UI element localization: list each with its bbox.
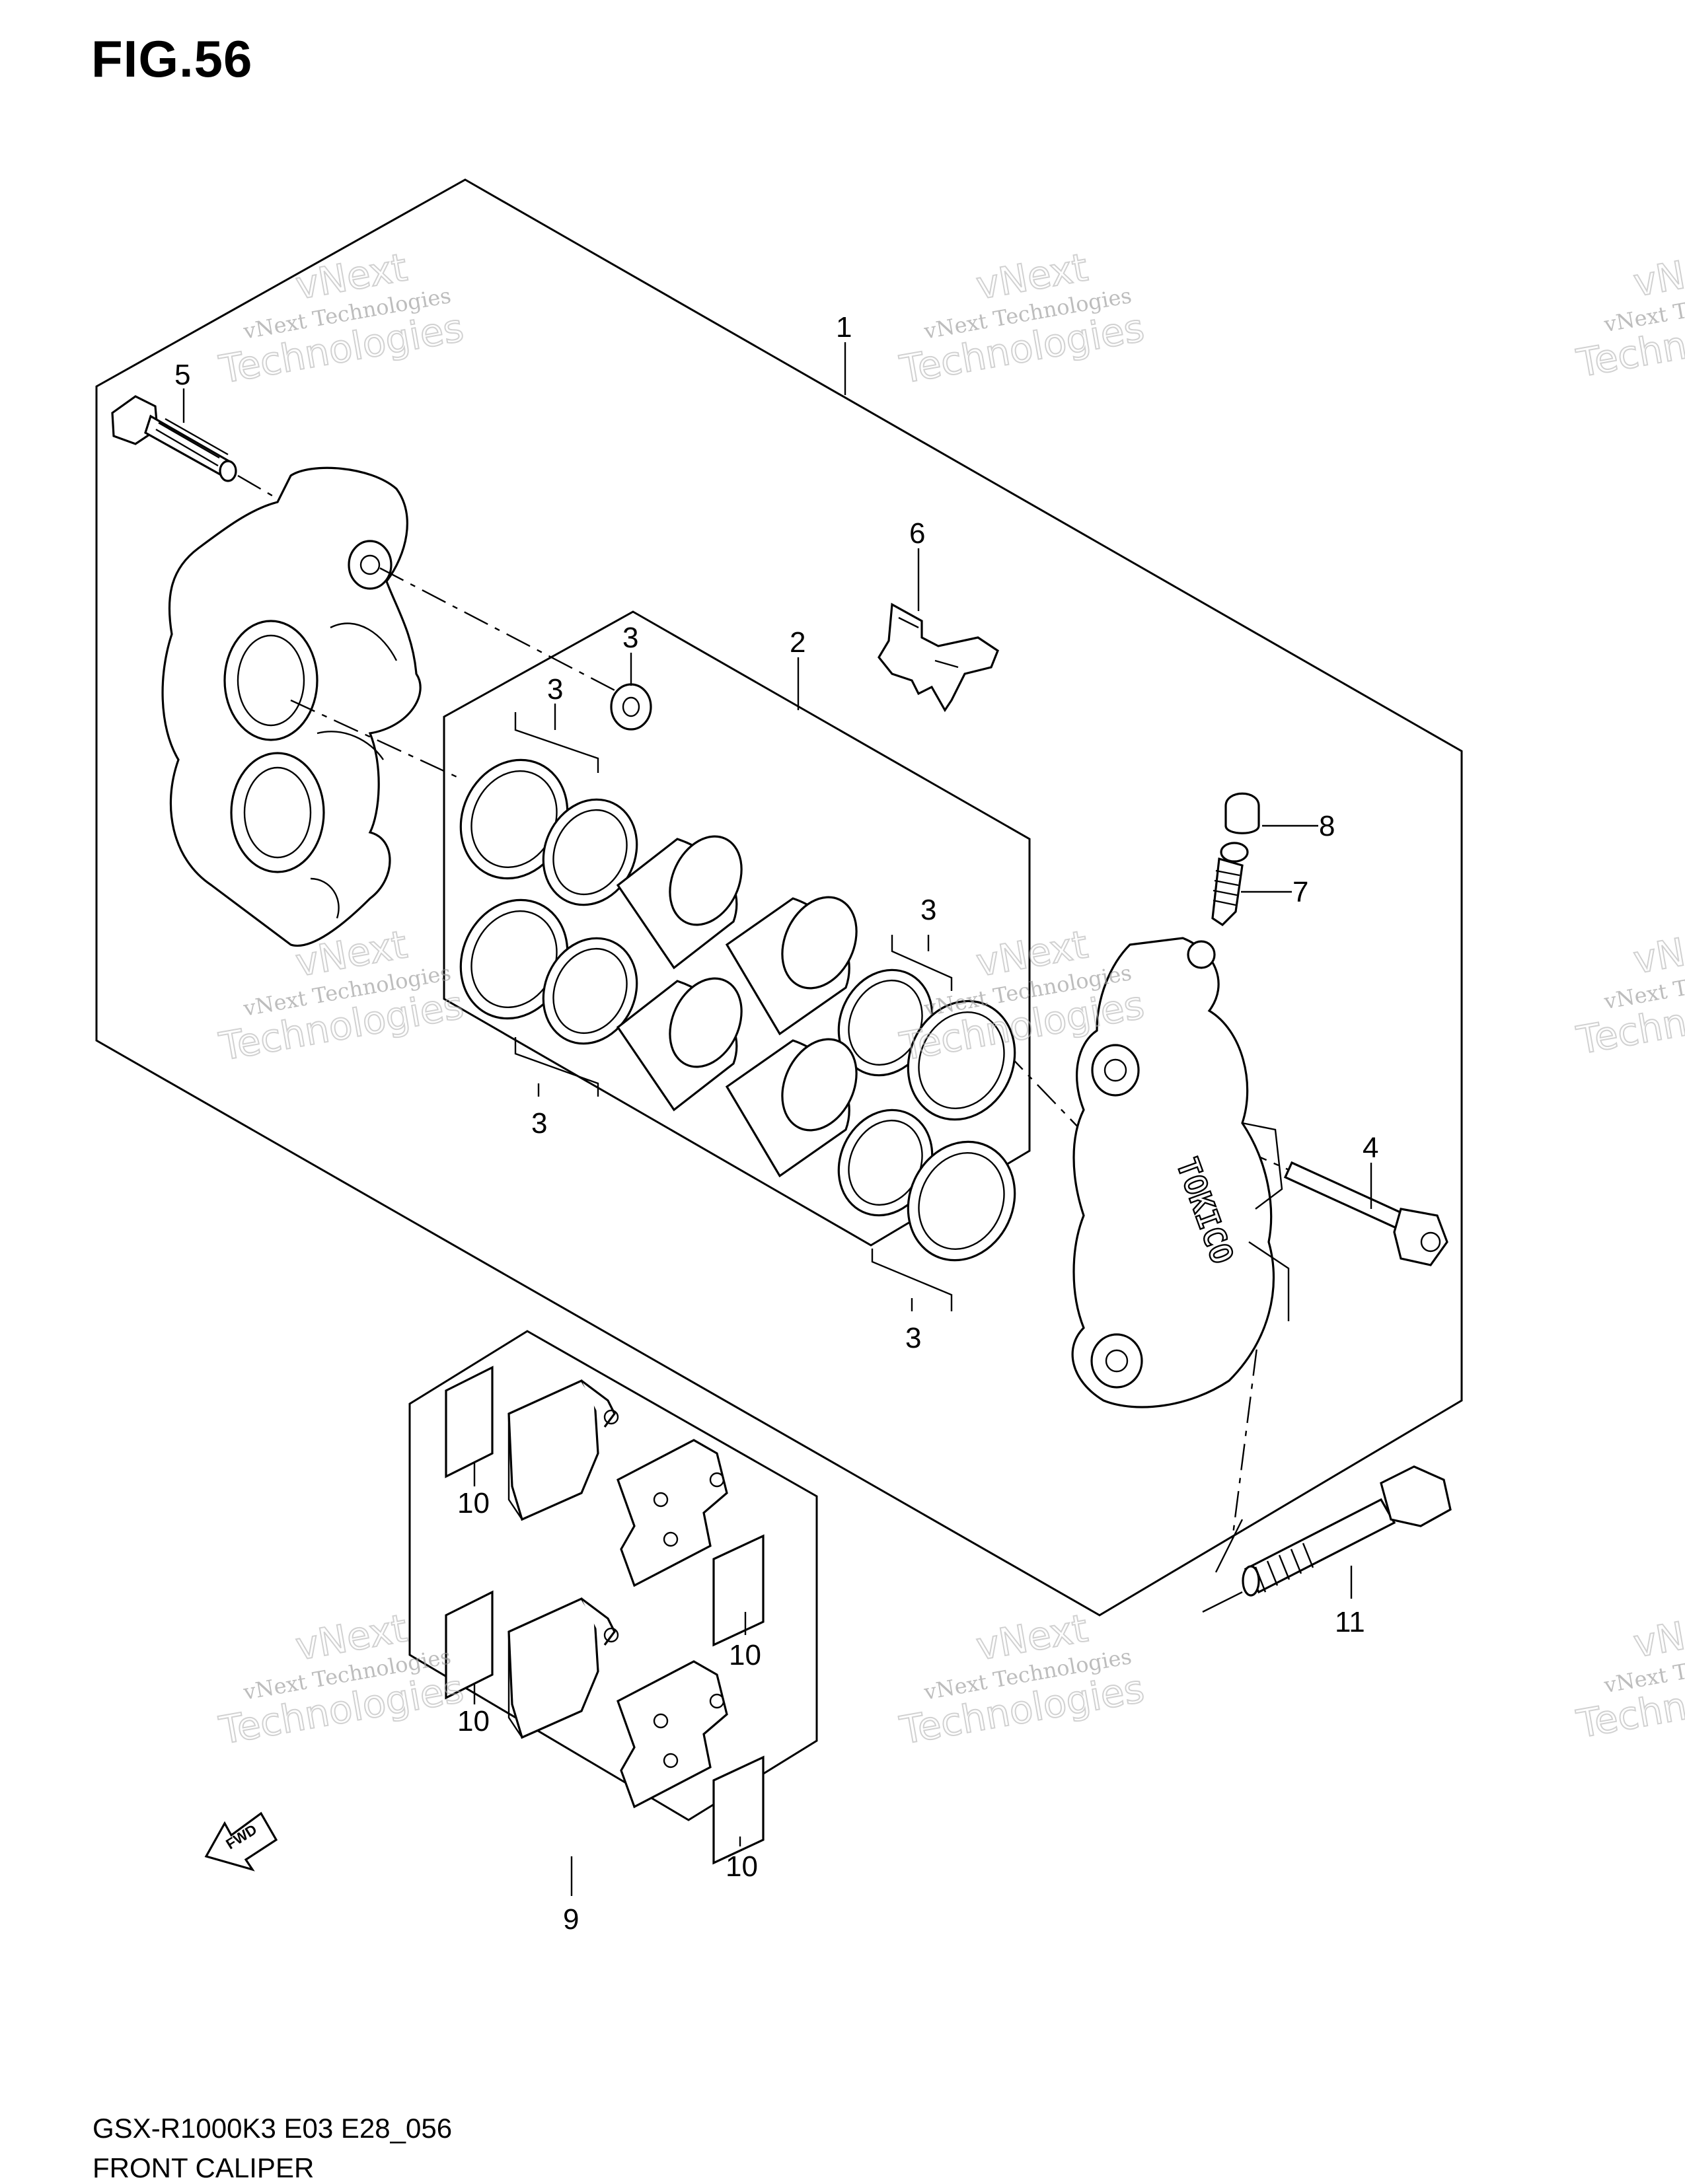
watermark-text: vNext — [1630, 1603, 1685, 1666]
callout-10-a: 10 — [457, 1487, 490, 1519]
left-caliper-half — [161, 466, 422, 947]
piston-kit-outline-box — [443, 610, 1031, 1247]
callout-5: 5 — [174, 359, 190, 391]
bleeder-cap-8 — [1224, 792, 1260, 834]
model-code-label: GSX-R1000K3 E03 E28_056 — [93, 2113, 453, 2144]
pad-shims-10 — [445, 1365, 765, 1865]
bleeder-valve-7 — [1211, 842, 1249, 927]
figure-title: FIG.56 — [91, 30, 253, 88]
figure-caption: FRONT CALIPER — [93, 2152, 315, 2183]
callout-10-c: 10 — [457, 1705, 490, 1737]
assembly-outline-box — [95, 178, 1463, 1617]
callout-6: 6 — [909, 517, 925, 550]
watermark-text: vNext — [1630, 242, 1685, 305]
callout-4: 4 — [1363, 1132, 1378, 1164]
seal-brackets — [514, 712, 953, 1311]
callout-10-d: 10 — [726, 1850, 758, 1883]
leader-lines — [182, 342, 1372, 1896]
callout-8: 8 — [1319, 810, 1335, 842]
callout-1: 1 — [836, 311, 852, 344]
callout-11: 11 — [1335, 1606, 1365, 1638]
piston-seals — [459, 758, 1016, 1262]
callout-3-bottom-left: 3 — [531, 1107, 547, 1140]
watermarks: vNext Technologies vNext Technologies vN… — [215, 241, 1685, 1754]
callout-3-top-left: 3 — [547, 673, 563, 706]
callout-3-bottom-right: 3 — [905, 1322, 921, 1354]
callout-10-b: 10 — [729, 1639, 761, 1671]
callout-3-top-right: 3 — [920, 894, 936, 926]
washer-3 — [610, 683, 652, 731]
callout-9: 9 — [563, 1903, 579, 1936]
watermark-text: vNext — [1630, 919, 1685, 982]
bolt-5 — [111, 395, 237, 482]
fwd-arrow-icon: FWD — [204, 1811, 278, 1872]
bolt-11 — [1202, 1465, 1452, 1613]
brake-pads — [507, 1379, 728, 1809]
pad-set-outline-box — [408, 1330, 818, 1821]
callout-2: 2 — [790, 626, 805, 659]
bolt-4 — [1283, 1161, 1448, 1266]
callout-7: 7 — [1292, 876, 1308, 908]
callout-3-washer: 3 — [622, 622, 638, 654]
pistons — [616, 835, 858, 1178]
pad-spring-6 — [878, 602, 999, 713]
right-caliper-half: TOKICO — [1071, 937, 1290, 1408]
callout-numbers: 1 5 6 3 2 3 8 7 3 3 4 3 11 10 10 10 10 9 — [174, 311, 1378, 1936]
